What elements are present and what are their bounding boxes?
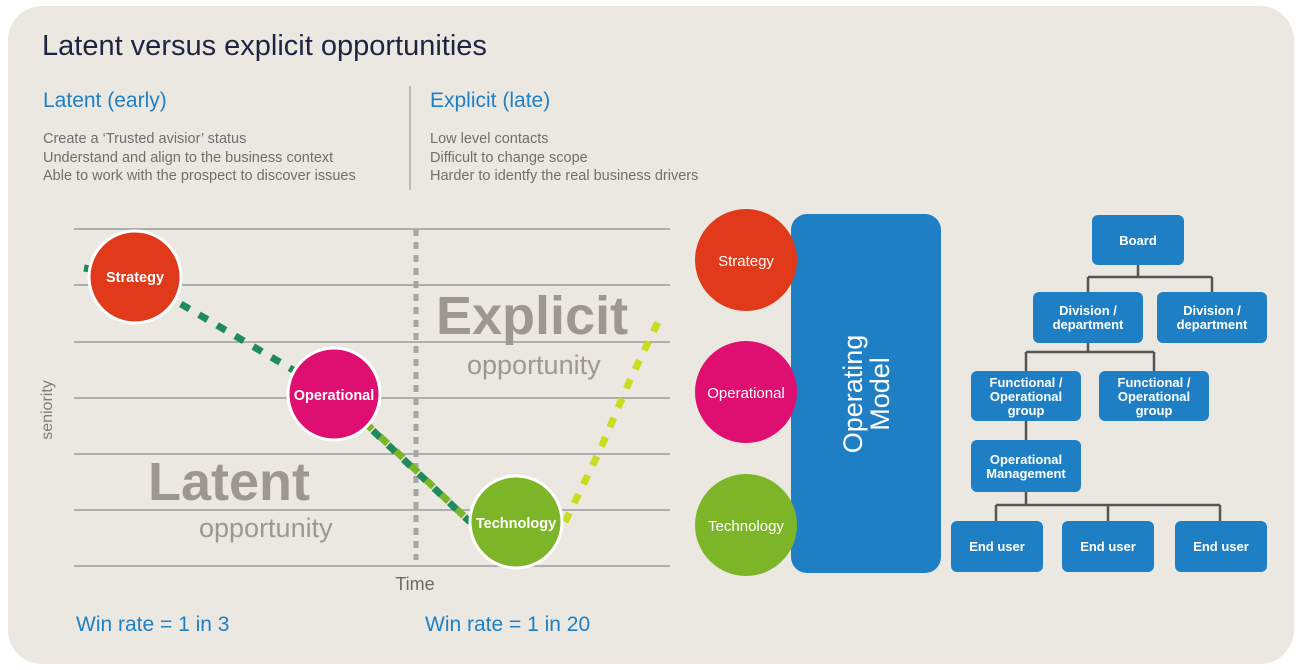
chart-circle-strategy: Strategy: [87, 229, 183, 325]
latent-point: Able to work with the prospect to discov…: [43, 168, 356, 184]
explicit-point: Harder to identfy the real business driv…: [430, 168, 699, 184]
org-op-management-line1: Operational: [990, 452, 1062, 467]
x-axis-label: Time: [395, 574, 434, 594]
org-functional-b-line1: Functional /: [1118, 375, 1191, 390]
win-rate-latent: Win rate = 1 in 3: [76, 613, 230, 636]
latent-point: Create a ‘Trusted avisior’ status: [43, 131, 247, 147]
org-board-label: Board: [1119, 233, 1157, 248]
latent-point: Understand and align to the business con…: [43, 149, 334, 166]
explicit-point: Difficult to change scope: [430, 149, 588, 166]
org-functional-a-line1: Functional /: [990, 375, 1063, 390]
chart-circle-operational-label: Operational: [294, 388, 375, 404]
org-end-user-2: End user: [1062, 521, 1154, 572]
org-operational-management: Operational Management: [971, 440, 1081, 492]
column-divider: [409, 86, 411, 190]
om-circle-operational-label: Operational: [707, 385, 785, 402]
y-axis-label: seniority: [39, 380, 56, 440]
org-functional-a: Functional / Operational group: [971, 371, 1081, 421]
org-end-user-3: End user: [1175, 521, 1267, 572]
org-end-user-1: End user: [951, 521, 1043, 572]
chart-circle-operational: Operational: [286, 346, 382, 442]
latent-points: Create a ‘Trusted avisior’ status Unders…: [43, 130, 356, 186]
org-end-user-2-label: End user: [1080, 539, 1136, 554]
operating-model-label-line2: Model: [865, 357, 895, 431]
org-division-b: Division / department: [1157, 292, 1267, 343]
chart-circle-strategy-label: Strategy: [106, 270, 164, 286]
om-circle-technology: Technology: [695, 474, 797, 576]
org-functional-b-line2: Operational: [1118, 389, 1190, 404]
org-division-b-line2: department: [1177, 317, 1248, 332]
explicit-points: Low level contacts Difficult to change s…: [430, 130, 698, 186]
org-functional-b-line3: group: [1136, 403, 1173, 418]
org-connectors: [994, 265, 1222, 521]
chart-circle-technology: Technology: [468, 474, 564, 570]
latent-heading: Latent (early): [43, 89, 167, 112]
org-functional-a-line2: Operational: [990, 389, 1062, 404]
org-op-management-line2: Management: [986, 466, 1066, 481]
org-end-user-1-label: End user: [969, 539, 1025, 554]
om-circle-strategy: Strategy: [695, 209, 797, 311]
om-circle-operational: Operational: [695, 341, 797, 443]
org-board: Board: [1092, 215, 1184, 265]
om-circle-strategy-label: Strategy: [718, 253, 774, 270]
explicit-big-label: Explicit: [436, 286, 628, 346]
explicit-small-label: opportunity: [467, 350, 601, 380]
chart-circle-technology-label: Technology: [476, 516, 556, 532]
page-title: Latent versus explicit opportunities: [42, 30, 487, 62]
latent-big-label: Latent: [148, 452, 310, 512]
om-circle-technology-label: Technology: [708, 518, 784, 535]
org-division-a-line2: department: [1053, 317, 1124, 332]
org-end-user-3-label: End user: [1193, 539, 1249, 554]
explicit-heading: Explicit (late): [430, 89, 551, 112]
org-functional-b: Functional / Operational group: [1099, 371, 1209, 421]
operating-model-label-line1: Operating: [838, 335, 868, 454]
org-division-a-line1: Division /: [1059, 303, 1117, 318]
operating-model-box: [791, 214, 941, 573]
path-technology-to-explicit: [561, 316, 664, 524]
org-division-b-line1: Division /: [1183, 303, 1241, 318]
explicit-point: Low level contacts: [430, 131, 549, 147]
org-division-a: Division / department: [1033, 292, 1143, 343]
latent-small-label: opportunity: [199, 513, 333, 543]
win-rate-explicit: Win rate = 1 in 20: [425, 613, 591, 636]
org-functional-a-line3: group: [1008, 403, 1045, 418]
